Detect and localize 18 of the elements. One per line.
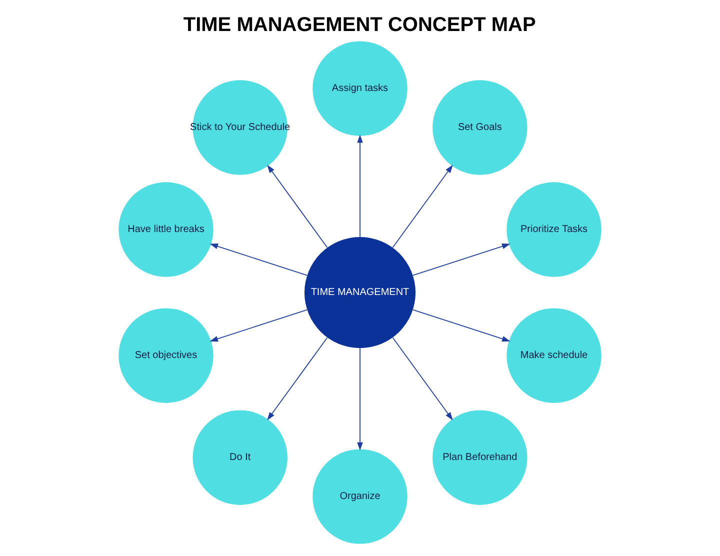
arrow bbox=[412, 309, 510, 342]
arrow bbox=[412, 244, 510, 276]
arrow bbox=[210, 309, 308, 342]
arrow bbox=[392, 337, 453, 420]
diagram-title: TIME MANAGEMENT CONCEPT MAP bbox=[183, 14, 536, 36]
arrow bbox=[357, 348, 363, 451]
arrow bbox=[392, 164, 453, 248]
node-circle: Set objectives bbox=[118, 308, 214, 403]
node-circle: Make schedule bbox=[506, 308, 602, 403]
node-circle: TIME MANAGEMENT bbox=[304, 237, 416, 348]
arrow bbox=[267, 164, 328, 248]
node-circle: Organize bbox=[312, 449, 408, 544]
arrow bbox=[357, 134, 363, 238]
node-circle: Assign tasks bbox=[312, 41, 408, 136]
node-circle: Have little breaks bbox=[118, 182, 214, 277]
node-circle: Prioritize Tasks bbox=[506, 182, 602, 277]
arrow bbox=[267, 337, 328, 420]
arrow bbox=[210, 244, 308, 276]
